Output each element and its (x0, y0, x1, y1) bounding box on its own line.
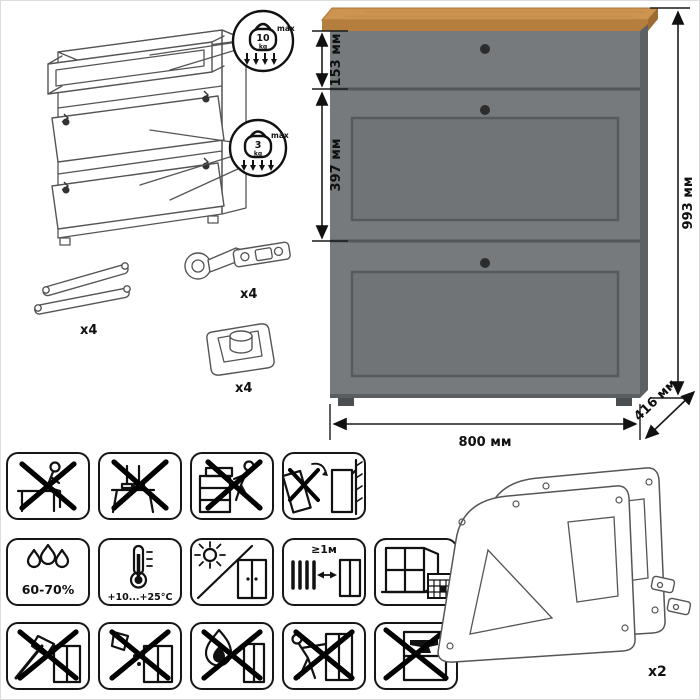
small-bracket-parts (650, 575, 692, 616)
load-direction-arrows-icon (241, 160, 274, 171)
warning-humidity: 60-70% (6, 538, 90, 606)
load-direction-arrows-icon (244, 53, 277, 65)
temperature-label: +10...+25°C (108, 592, 173, 603)
load-callout-flaps: 3 kg max (139, 118, 289, 201)
no-climbing-icon (198, 459, 263, 514)
cabinet-foot-left (338, 398, 354, 406)
no-standing-icon (110, 459, 169, 514)
flap-load-value: 3 (255, 140, 262, 151)
warning-anchor-to-wall (282, 452, 366, 520)
kettlebell-3kg-icon: 3 kg (243, 130, 273, 159)
dim-width: 800 мм (459, 435, 512, 450)
flap2-inset-panel (350, 270, 620, 378)
warning-row-2: 60-70% +10...+25°C (6, 538, 458, 606)
foot-qty-label: x4 (235, 381, 252, 396)
hardware-lid-stay: x4 (34, 262, 131, 338)
radiator-distance-icon: ≥1м (291, 543, 362, 598)
flap-load-note: max (271, 131, 289, 140)
warning-ventilate (374, 538, 458, 606)
dim-flap-height: 397 мм (329, 139, 344, 192)
wireframe-diagram: 10 kg max 3 kg max (34, 9, 295, 396)
side-panels-qty-label: x2 (648, 664, 667, 680)
anvil-icon (383, 627, 449, 682)
hinge-qty-label: x4 (240, 287, 257, 302)
anchor-to-wall-icon (284, 458, 363, 516)
warning-no-liquids (98, 622, 182, 690)
flap1-inset-panel (350, 116, 620, 222)
temperature-icon: +10...+25°C (108, 544, 173, 603)
warning-no-climbing (190, 452, 274, 520)
spilling-glass-icon (109, 629, 174, 684)
hardware-foot: x4 (206, 323, 275, 396)
warning-avoid-sunlight (190, 538, 274, 606)
humidity-icon: 60-70% (22, 543, 75, 597)
cabinet-foot-right (616, 398, 632, 406)
cabinet-render: 153 мм 397 мм 993 мм 800 мм 416 мм (312, 7, 696, 450)
spare-panels-diagram: x2 (437, 467, 692, 680)
flap1-knob (480, 105, 490, 115)
kettlebell-10kg-icon: 10 kg (248, 22, 278, 52)
hardware-hinge: x4 (184, 241, 291, 302)
warning-temperature: +10...+25°C (98, 538, 182, 606)
cabinet-side (640, 24, 648, 398)
warning-no-sitting (6, 452, 90, 520)
drawer-load-note: max (277, 24, 295, 33)
drawer-load-unit: kg (259, 44, 267, 51)
no-sitting-icon (16, 461, 77, 513)
drawer-load-value: 10 (256, 33, 270, 44)
axe-icon (14, 629, 82, 684)
warning-no-standing (98, 452, 182, 520)
flap-load-unit: kg (254, 151, 262, 158)
cabinet-top-surface (320, 7, 660, 21)
flame-icon (201, 628, 266, 684)
humidity-label: 60-70% (22, 582, 75, 597)
cabinet-top-end (648, 8, 658, 31)
cabinet-top-front (322, 20, 648, 31)
warning-row-3 (6, 622, 458, 690)
warning-no-open-flame (190, 622, 274, 690)
side-panel-front (437, 485, 636, 663)
drawer-knob (480, 44, 490, 54)
stay-qty-label: x4 (80, 323, 97, 338)
flap2-knob (480, 258, 490, 268)
heat-distance-label: ≥1м (311, 543, 337, 556)
warning-no-moving-loaded (282, 622, 366, 690)
dim-total-height: 993 мм (681, 177, 696, 230)
warning-row-1 (6, 452, 366, 520)
wireframe-cabinet (47, 29, 247, 246)
warning-no-cutting (6, 622, 90, 690)
dim-drawer-height: 153 мм (329, 34, 344, 87)
cabinet (320, 7, 660, 406)
sun-icon (194, 541, 268, 600)
pushing-person-icon (291, 629, 355, 682)
load-callout-drawer: 10 kg max (149, 9, 295, 73)
warning-heat-distance: ≥1м (282, 538, 366, 606)
